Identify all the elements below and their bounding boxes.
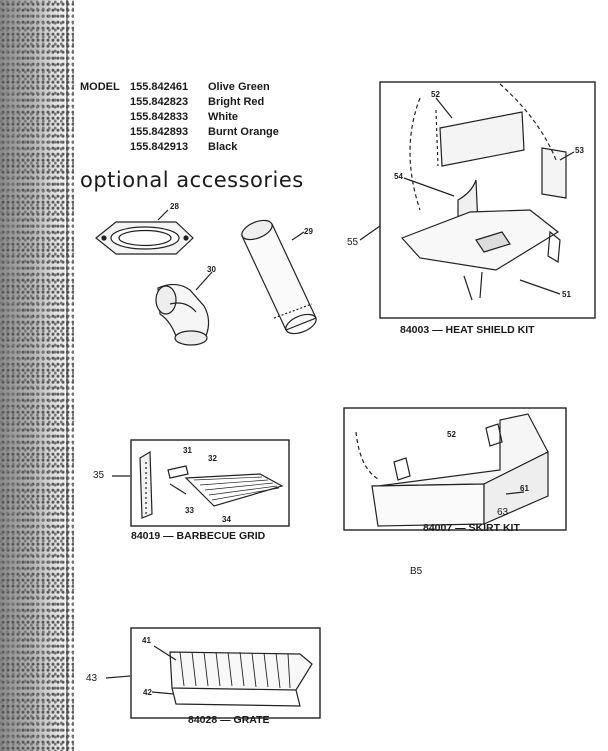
part-number-32: 32 (208, 454, 217, 463)
scan-edge-line (66, 0, 68, 751)
heat-shield-kit-caption: 84003 — HEAT SHIELD KIT (400, 324, 535, 336)
part-number-52: 52 (431, 90, 440, 99)
model-row: 155.842893 Burnt Orange (80, 125, 279, 140)
model-row: 155.842913 Black (80, 140, 279, 155)
reference-number-35: 35 (93, 470, 105, 481)
page-reference: B5 (410, 566, 423, 577)
part-number-54: 54 (394, 172, 403, 181)
model-color: White (208, 111, 238, 123)
model-number: 155.842913 (130, 141, 189, 153)
part-number-52-skirt: 52 (447, 430, 456, 439)
skirt-kit-drawing (355, 413, 549, 527)
part-number-29: 29 (304, 227, 313, 236)
model-label: MODEL (80, 81, 120, 93)
part-number-33: 33 (185, 506, 194, 515)
grate-drawing (105, 645, 313, 707)
pipe-drawing (241, 219, 317, 335)
grate-caption: 84028 — GRATE (188, 714, 270, 726)
reference-number-63: 63 (497, 507, 509, 518)
section-heading: optional accessories (80, 168, 304, 192)
skirt-kit-frame (343, 407, 567, 531)
elbow-drawing (155, 271, 213, 346)
barbecue-grid-frame (130, 439, 290, 527)
part-number-51: 51 (562, 290, 571, 299)
flange-ring-drawing (95, 209, 194, 255)
part-number-53: 53 (575, 146, 584, 155)
barbecue-grid-drawing (112, 450, 284, 519)
model-color: Olive Green (208, 81, 270, 93)
part-number-42: 42 (143, 688, 152, 697)
model-color: Black (208, 141, 238, 153)
model-number: 155.842833 (130, 111, 189, 123)
scan-edge-shadow (0, 0, 74, 751)
model-row: 155.842823 Bright Red (80, 95, 279, 110)
model-row: MODEL 155.842461 Olive Green (80, 80, 279, 95)
part-number-30: 30 (207, 265, 216, 274)
model-color: Burnt Orange (208, 126, 279, 138)
model-row: 155.842833 White (80, 110, 279, 125)
model-number: 155.842823 (130, 96, 189, 108)
heat-shield-drawing (359, 83, 575, 301)
model-color: Bright Red (208, 96, 265, 108)
model-number: 155.842461 (130, 81, 189, 93)
heat-shield-frame (379, 81, 596, 319)
model-list: MODEL 155.842461 Olive Green 155.842823 … (80, 80, 279, 155)
part-number-61: 61 (520, 484, 529, 493)
part-number-41: 41 (142, 636, 151, 645)
part-number-28: 28 (170, 202, 179, 211)
skirt-kit-caption: 84007 — SKIRT KIT (423, 522, 520, 534)
barbecue-grid-caption: 84019 — BARBECUE GRID (131, 530, 266, 542)
model-number: 155.842893 (130, 126, 189, 138)
part-number-34: 34 (222, 515, 231, 524)
reference-number-55: 55 (347, 237, 359, 248)
reference-number-43: 43 (86, 673, 98, 684)
part-number-31: 31 (183, 446, 192, 455)
grate-frame (130, 627, 321, 719)
